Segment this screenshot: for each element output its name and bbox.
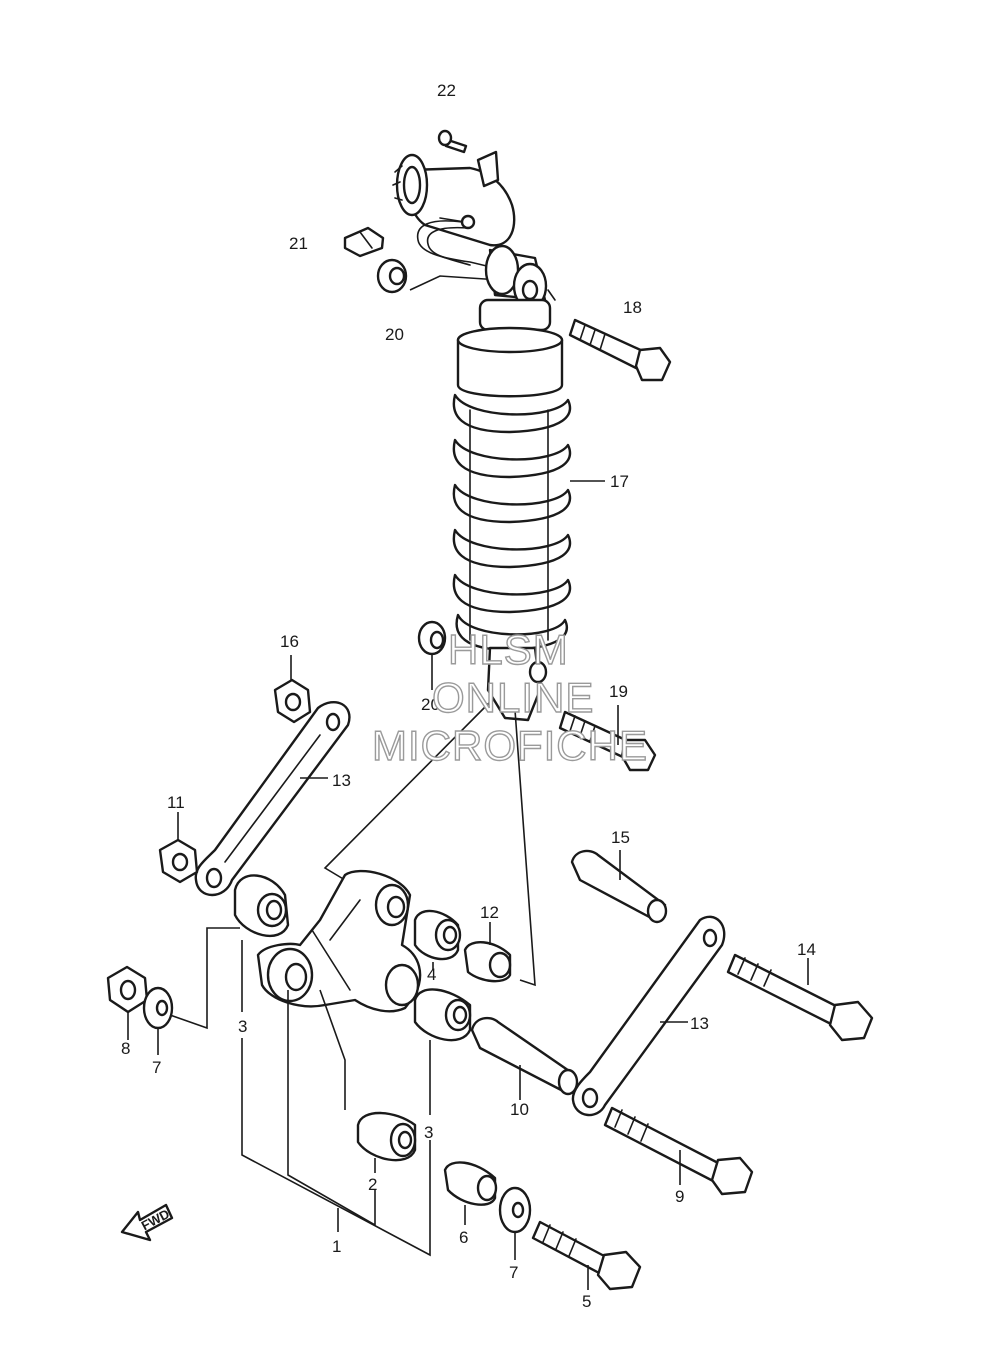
callout-10: 10 [510,1100,529,1119]
callout-8: 8 [121,1039,130,1058]
callout-20-upper: 20 [385,325,404,344]
part-22-bolt [437,129,468,154]
callout-4: 4 [427,965,436,984]
part-5-bolt [531,1220,642,1291]
callout-7-right: 7 [509,1263,518,1282]
callout-12: 12 [480,903,499,922]
part-3-bearing-upper [233,874,290,937]
callout-19: 19 [609,682,628,701]
callout-13-upper: 13 [332,771,351,790]
callout-22: 22 [437,81,456,100]
shock-reservoir [392,150,516,269]
part-11-nut [158,838,199,884]
callout-13-lower: 13 [690,1014,709,1033]
callout-3-left: 3 [238,1017,247,1036]
part-1-cushion-lever [256,869,422,1013]
callout-14: 14 [797,940,816,959]
fwd-label: FWD [139,1206,172,1233]
part-19-bolt [558,710,657,772]
callout-15: 15 [611,828,630,847]
part-12-collar [463,941,512,983]
callout-21: 21 [289,234,308,253]
callout-20-lower: 20 [421,695,440,714]
part-15-spacer [570,849,668,924]
part-13-tie-rod-lower [571,915,726,1117]
callout-6: 6 [459,1228,468,1247]
shock-top-eye [484,244,556,310]
part-14-bolt [726,953,874,1042]
callout-2: 2 [368,1175,377,1194]
part-9-bolt [603,1106,754,1196]
callout-5: 5 [582,1292,591,1311]
part-10-spacer [470,1016,579,1096]
part-16-nut [273,678,312,724]
part-3-bearing-right [413,988,472,1042]
part-4-bearing [413,909,462,961]
watermark-line-2: ONLINE [432,674,594,721]
callout-labels: 22 21 20 18 17 16 20 19 13 11 15 12 14 4… [121,81,816,1311]
callout-9: 9 [675,1187,684,1206]
callout-1: 1 [332,1237,341,1256]
fwd-arrow-icon: FWD [120,1203,174,1242]
callout-17: 17 [610,472,629,491]
callout-18: 18 [623,298,642,317]
part-21-clamp [343,226,385,258]
part-13-tie-rod-upper [194,700,351,897]
callout-7-left: 7 [152,1058,161,1077]
part-2-bearing [356,1111,417,1162]
callout-3-right: 3 [424,1123,433,1142]
part-6-collar [443,1161,498,1206]
part-20-collar-upper [376,258,408,294]
watermark-line-3: MICROFICHE [372,722,648,769]
callout-16: 16 [280,632,299,651]
part-17-shock-absorber [452,298,572,722]
part-20-collar-lower [417,620,447,656]
part-8-nut [106,965,149,1014]
watermark-line-1: HLSM [448,626,569,673]
part-7-washer-left [142,986,174,1030]
callout-11: 11 [167,793,185,812]
watermark: HLSM ONLINE MICROFICHE [371,625,648,769]
part-18-bolt [568,318,672,382]
part-7-washer-right [498,1186,532,1234]
